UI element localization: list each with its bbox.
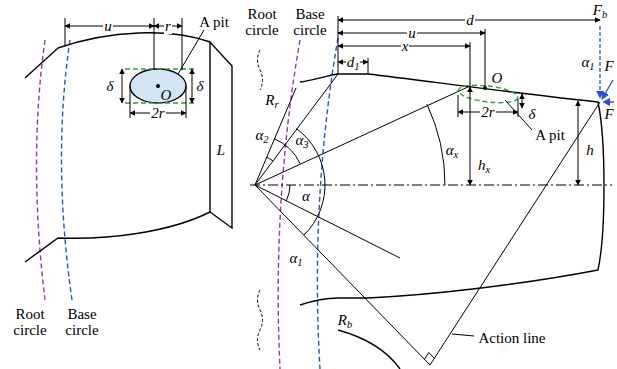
dimension-label: 2r (150, 105, 165, 122)
right-tooth (250, 38, 612, 369)
circle-label: Root circle (8, 306, 52, 339)
dimension-label: r (164, 18, 172, 35)
right-dimensions (338, 16, 600, 185)
dimension-label: d1 (346, 54, 361, 71)
angle-label: α1 (581, 54, 594, 71)
line-label: Action line (478, 330, 545, 347)
dimension-label: hx (478, 157, 490, 174)
dimension-label: h (586, 142, 594, 159)
force-label: Fb (593, 2, 607, 19)
dimension-label: δ (197, 78, 204, 95)
radius-label: Rr (265, 92, 278, 109)
angle-label: α3 (295, 132, 308, 149)
force-label: F (604, 106, 613, 123)
angle-label: α1 (289, 250, 302, 267)
dimension-label: x (401, 38, 410, 55)
force-vectors (600, 26, 614, 102)
angle-label: αx (446, 142, 459, 159)
angle-label: α (302, 188, 310, 205)
circle-label: Base circle (288, 6, 332, 39)
point-label: O (161, 87, 172, 104)
dimension-label: u (103, 18, 113, 35)
angle-label: α2 (255, 127, 268, 144)
dimension-label: δ (107, 78, 114, 95)
force-label: F (604, 58, 613, 75)
dimension-label: L (217, 142, 225, 159)
pit-label: A pit (535, 127, 565, 144)
dimension-label: 2r (480, 104, 495, 121)
circle-label: Root circle (240, 6, 284, 39)
dimension-label: d (465, 12, 475, 29)
pit-label: A pit (199, 14, 229, 31)
left-tooth (25, 33, 232, 300)
left-dimensions (65, 18, 204, 118)
point-label: O (492, 70, 503, 87)
circle-label: Base circle (60, 306, 104, 339)
radius-label: Rb (338, 312, 352, 329)
dimension-label: δ (529, 106, 536, 123)
right-geometry (255, 74, 600, 365)
